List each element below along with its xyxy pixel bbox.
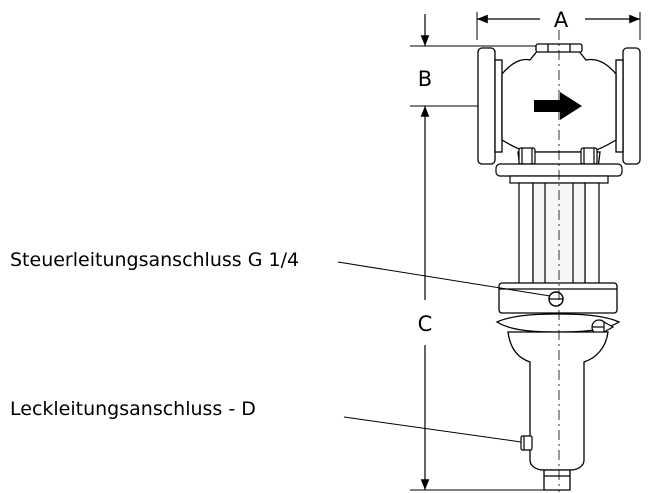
flow-arrow-icon xyxy=(534,92,582,120)
leak-line-leader xyxy=(343,416,522,443)
control-line-leader xyxy=(337,261,551,297)
leak-line-port xyxy=(520,435,533,451)
dimension-b-label: B xyxy=(418,67,432,91)
dimension-a-label: A xyxy=(554,8,569,32)
control-line-connection-label: Steuerleitungsanschluss G 1/4 xyxy=(10,249,299,271)
control-line-port xyxy=(548,291,564,307)
dimension-c: C xyxy=(410,106,560,491)
dimension-c-label: C xyxy=(418,312,433,336)
dimension-a: A xyxy=(476,8,641,40)
lower-body xyxy=(507,331,609,491)
leak-line-connection-label: Leckleitungsanschluss - D xyxy=(10,398,256,420)
